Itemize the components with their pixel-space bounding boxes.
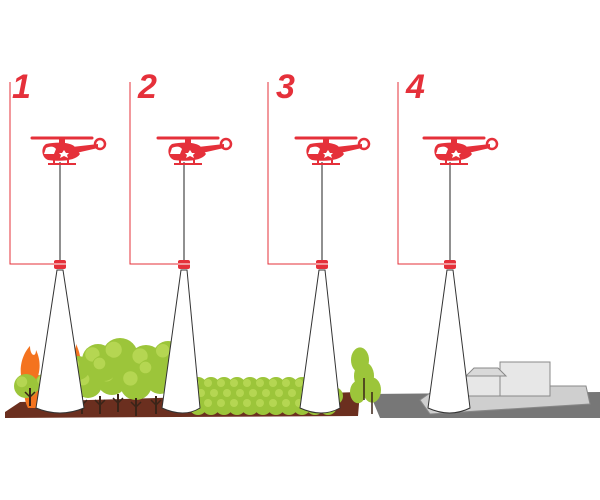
shrub-highlight [262, 389, 270, 397]
step-2-helicopter-icon [156, 136, 233, 166]
tree-highlight [123, 371, 138, 386]
step-2-number: 2 [138, 68, 157, 106]
step-1-number: 1 [12, 68, 31, 106]
shrub-highlight [243, 399, 251, 407]
tree-highlight [105, 341, 122, 358]
tree-canopy [14, 374, 38, 398]
tree-highlight [139, 361, 152, 374]
step-1-helicopter-icon [30, 136, 107, 166]
shrub-highlight [217, 379, 225, 387]
shrub-highlight [256, 399, 264, 407]
shrub-highlight [269, 379, 277, 387]
step-3-leader-line [267, 82, 316, 265]
tree-highlight [16, 376, 28, 388]
shrub-highlight [230, 379, 238, 387]
shrub-highlight [269, 399, 277, 407]
shrub-highlight [249, 389, 257, 397]
shrub-highlight [230, 399, 238, 407]
step-4-helicopter-icon [422, 136, 499, 166]
step-4-number: 4 [406, 68, 425, 106]
shrub-highlight [282, 379, 290, 387]
tree-branch [130, 401, 142, 409]
tree-canopy [137, 359, 163, 385]
shrub-highlight [275, 389, 283, 397]
step-3-water-spray [299, 269, 341, 414]
shrub-highlight [288, 389, 296, 397]
shrub-highlight [295, 379, 303, 387]
conifer-tree [350, 380, 366, 404]
step-1-leader-line [9, 82, 54, 265]
tree-highlight [132, 348, 148, 364]
tree-canopy [91, 355, 117, 381]
step-3-helicopter-icon [294, 136, 371, 166]
conifer-tree [363, 377, 381, 403]
step-3-number: 3 [276, 68, 295, 106]
tree-branch [24, 391, 36, 399]
step-4-water-spray [427, 269, 471, 414]
shrub-highlight [243, 379, 251, 387]
step-2-water-spray [161, 269, 201, 414]
tree-branch [94, 399, 106, 407]
shrub-highlight [223, 389, 231, 397]
building-tower [499, 361, 551, 397]
tree-branch [150, 399, 162, 407]
shrub-highlight [256, 379, 264, 387]
step-2-leader-line [129, 82, 178, 265]
tree-highlight [156, 344, 170, 358]
shrub-highlight [204, 399, 212, 407]
shrub-highlight [282, 399, 290, 407]
shrub-highlight [217, 399, 225, 407]
tree-branch [112, 397, 124, 405]
building-roof [464, 367, 508, 377]
step-1-water-spray [35, 269, 85, 414]
shrub-highlight [236, 389, 244, 397]
shrub-highlight [204, 379, 212, 387]
shrub-highlight [210, 389, 218, 397]
step-4-leader-line [397, 82, 444, 265]
tree-highlight [93, 357, 106, 370]
